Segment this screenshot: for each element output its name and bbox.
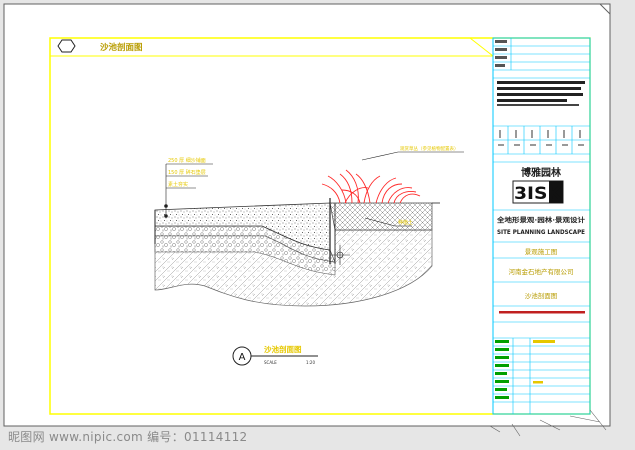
section-drawing bbox=[154, 198, 440, 307]
hexagon-icon bbox=[57, 39, 76, 53]
project-line-2: SITE PLANNING LANDSCAPE bbox=[497, 228, 585, 236]
project-name: 景观施工图 bbox=[525, 247, 558, 256]
logo-text: 3ISK bbox=[514, 184, 563, 204]
section-letter: A bbox=[239, 352, 246, 363]
watermark-text: 昵图网 www.nipic.com 编号：01114112 bbox=[8, 430, 248, 444]
scale-label: SCALE bbox=[264, 360, 277, 365]
annotation-planting-soil: 种植土 bbox=[398, 219, 413, 226]
annotation-compacted-soil: 素土夯实 bbox=[168, 181, 188, 188]
title-block bbox=[492, 37, 591, 415]
section-caption: 沙池剖面图 bbox=[264, 344, 302, 354]
title-cap-line bbox=[469, 37, 494, 57]
leader-lines bbox=[164, 151, 464, 265]
annotation-sand-surface: 250 厚 细沙铺面 bbox=[168, 157, 206, 164]
project-line-1: 全地形景观·园林·景观设计 bbox=[496, 215, 586, 224]
stray-linework bbox=[489, 409, 607, 437]
planting-bed bbox=[329, 202, 433, 231]
titleblock-drawing-name: 沙池剖面图 bbox=[525, 291, 558, 300]
annotation-gravel-bed: 150 厚 碎石垫层 bbox=[168, 169, 206, 176]
company-name: 博雅园林 bbox=[521, 166, 562, 179]
client-name: 河南金石地产有限公司 bbox=[509, 267, 574, 276]
titleblock-red-bar bbox=[499, 311, 585, 314]
drawing-title: 沙池剖面图 bbox=[100, 42, 143, 53]
paper-corner-mark bbox=[599, 3, 611, 15]
annotation-grass: 观赏草丛（参见植物配置表） bbox=[400, 145, 459, 152]
gravel-base bbox=[154, 235, 336, 276]
scale-value: 1:20 bbox=[306, 360, 315, 365]
grass-icon bbox=[321, 169, 421, 204]
company-logo: 3ISK bbox=[512, 180, 564, 204]
